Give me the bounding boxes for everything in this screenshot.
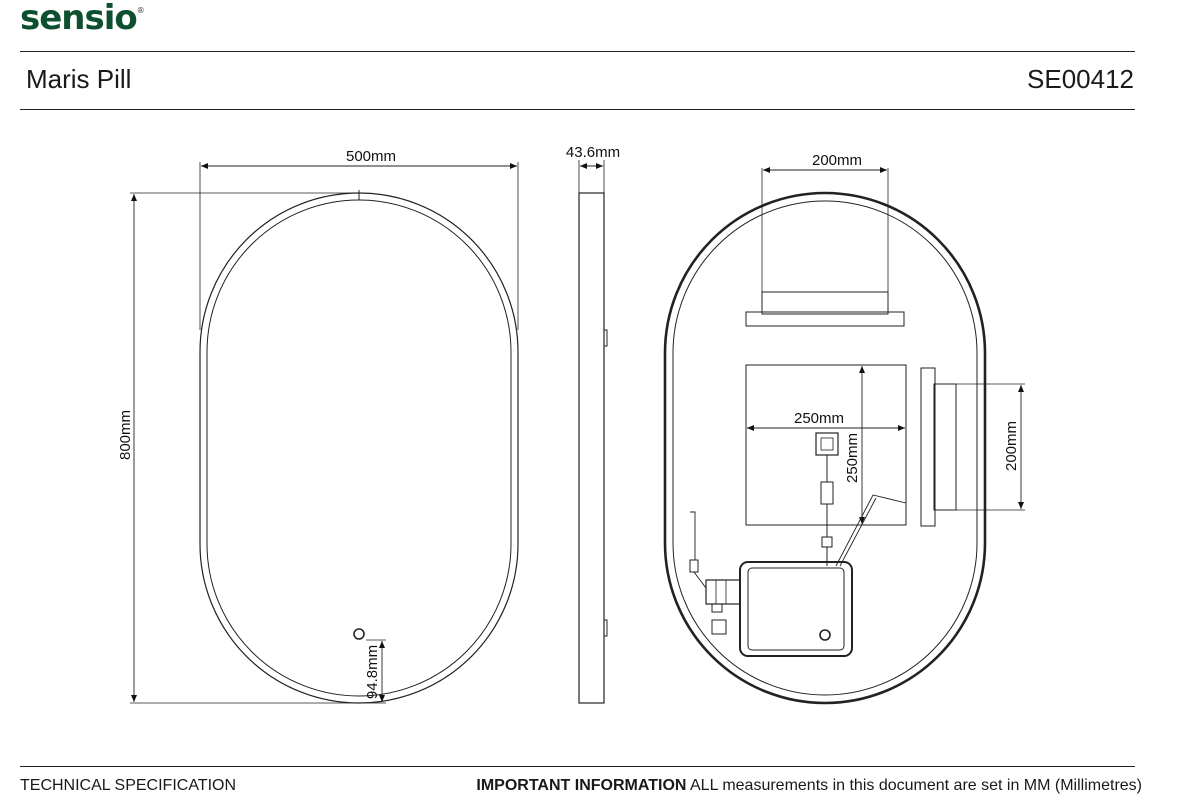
mounting-area — [745, 364, 907, 526]
header-top-rule — [20, 51, 1135, 52]
driver-housing-inner — [747, 567, 845, 651]
terminal-tab — [711, 603, 723, 613]
box-width-label: 250mm — [794, 410, 844, 427]
important-text: ALL measurements in this document are se… — [686, 777, 1142, 794]
cable-connector — [820, 481, 834, 505]
top-bracket-label: 200mm — [812, 152, 862, 169]
sensor-offset-label: 94.8mm — [364, 645, 381, 699]
wire-left-plug — [689, 559, 699, 573]
switch-housing-inner — [820, 437, 834, 451]
back-inner-frame — [672, 200, 978, 696]
side-bracket-label: 200mm — [1003, 421, 1020, 471]
header-bottom-rule — [20, 109, 1135, 110]
product-code: SE00412 — [1027, 64, 1134, 94]
product-name: Maris Pill — [26, 64, 132, 94]
cable-4 — [835, 494, 907, 567]
side-bracket-plate — [933, 383, 957, 511]
driver-screw-icon — [819, 629, 831, 641]
front-width-label: 500mm — [346, 148, 396, 165]
sensio-logo: sensio® — [20, 0, 145, 38]
terminal-block — [705, 579, 741, 605]
side-bracket-bottom — [603, 619, 608, 637]
important-label: IMPORTANT INFORMATION — [476, 777, 687, 794]
switch-housing — [815, 432, 839, 456]
driver-housing-outer — [739, 561, 853, 657]
footer-technical-specification: TECHNICAL SPECIFICATION — [20, 777, 237, 794]
footer-rule — [20, 766, 1135, 767]
back-view — [663, 167, 1025, 705]
side-depth-label: 43.6mm — [566, 144, 620, 161]
logo-text: sensio — [20, 0, 138, 38]
registered-mark: ® — [136, 6, 145, 15]
side-bracket-top — [603, 329, 608, 347]
cable-plug — [821, 536, 833, 548]
side-profile — [578, 192, 605, 704]
front-mirror-outer — [199, 192, 519, 704]
side-view — [578, 160, 608, 704]
front-view — [130, 162, 519, 704]
front-height-label: 800mm — [117, 410, 134, 460]
demister-connector — [711, 619, 727, 635]
top-bracket-bar — [745, 311, 905, 327]
top-bracket-plate — [761, 291, 889, 315]
footer-important-information: IMPORTANT INFORMATION ALL measurements i… — [476, 777, 1142, 795]
side-bracket-bar — [920, 367, 936, 527]
wire-left — [690, 511, 696, 560]
box-height-label: 250mm — [844, 433, 861, 483]
cable-5 — [839, 497, 877, 567]
touch-sensor-icon — [353, 628, 365, 640]
front-mirror-inner — [206, 199, 512, 697]
wire-left-2 — [693, 571, 707, 589]
back-outer-frame — [663, 191, 987, 705]
